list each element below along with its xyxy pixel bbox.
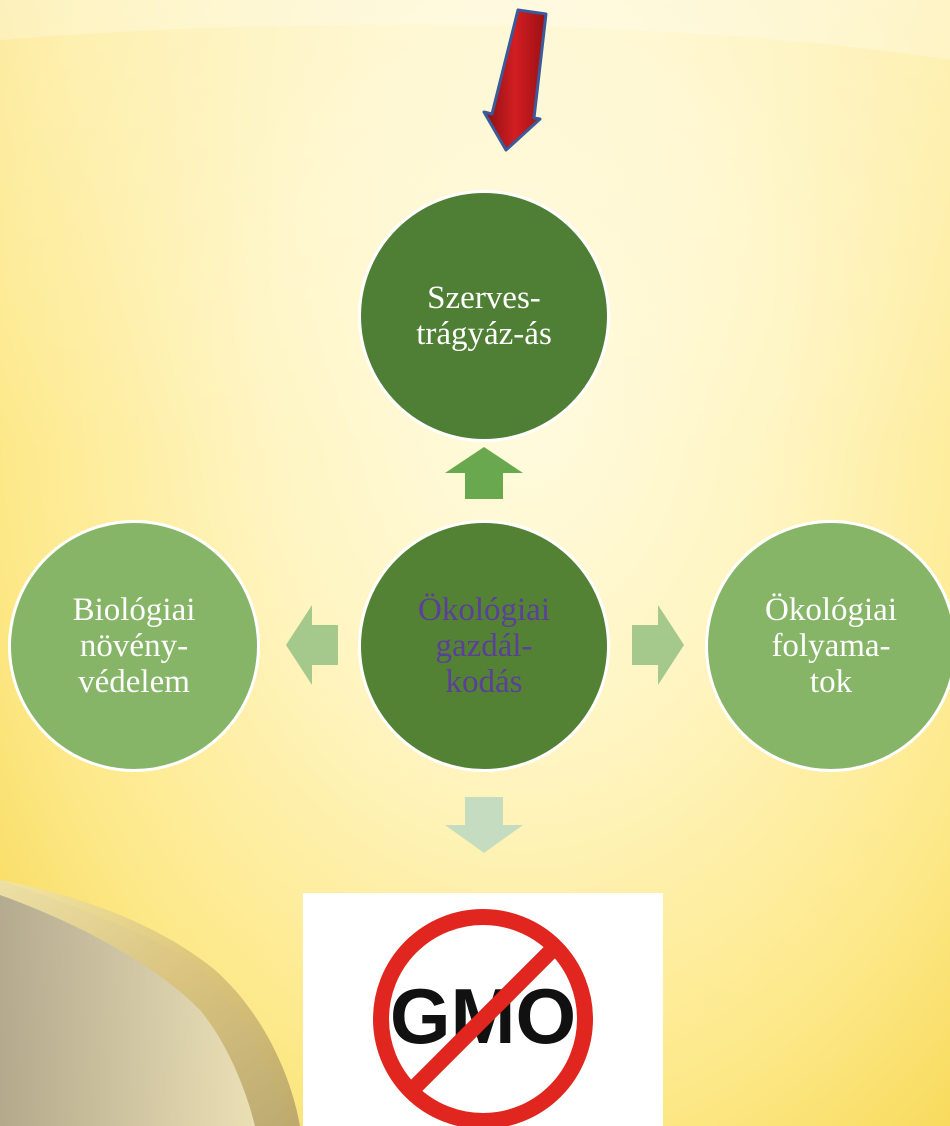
node-okologiai-gazdalkodas: Ökológiai gazdál- kodás: [358, 520, 610, 772]
node-top-label: Szerves- trágyáz-ás: [416, 280, 552, 352]
node-left-label: Biológiai növény- védelem: [72, 592, 196, 700]
arrow-right: [632, 605, 684, 685]
prohibition-sign-icon: GMO: [373, 909, 593, 1126]
no-gmo-logo: GMO: [303, 893, 663, 1126]
arrow-down: [445, 797, 523, 853]
node-biologiai-novenyvedelem: Biológiai növény- védelem: [8, 520, 260, 772]
arrow-up: [445, 447, 523, 499]
node-okologiai-folyamatok: Ökológiai folyama- tok: [705, 520, 950, 772]
arrow-left: [286, 605, 338, 685]
node-right-label: Ökológiai folyama- tok: [765, 592, 897, 700]
red-down-arrow: [482, 8, 548, 152]
node-center-label: Ökológiai gazdál- kodás: [418, 592, 550, 700]
node-szerves-tragyazas: Szerves- trágyáz-ás: [358, 190, 610, 442]
